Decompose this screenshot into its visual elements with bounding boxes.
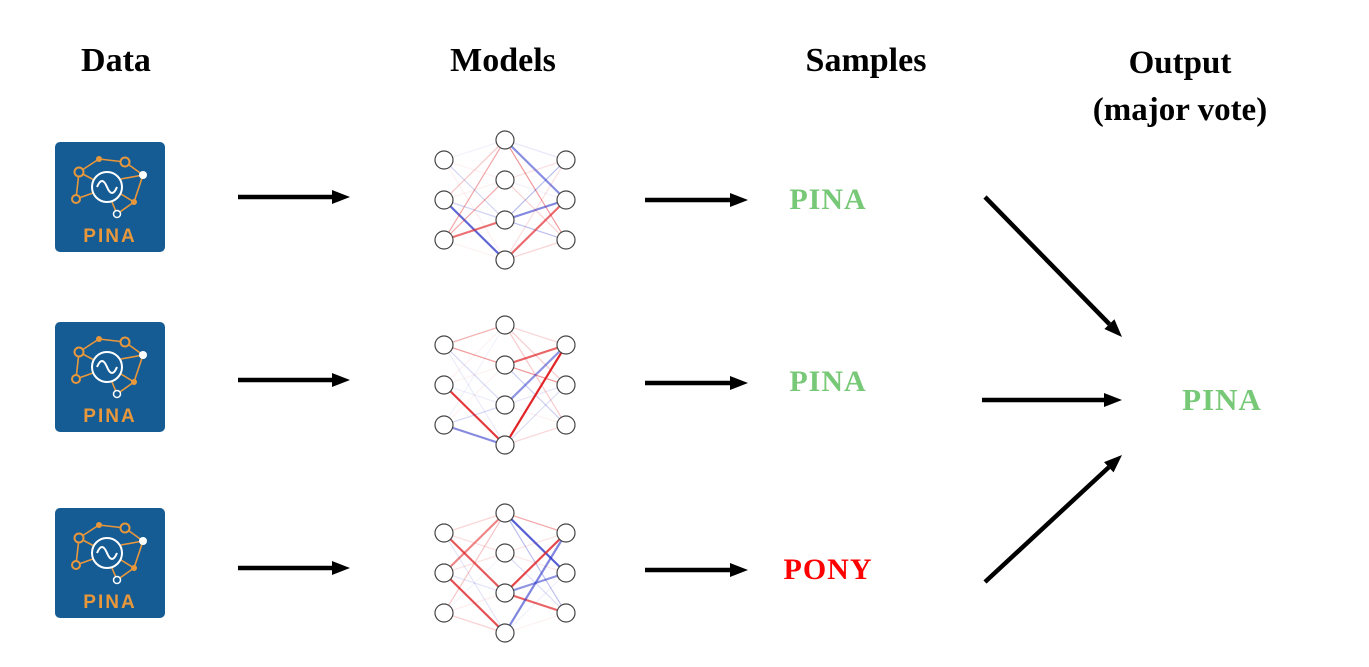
neural-network-diagram [434,315,576,455]
header-output-line2: (major vote) [1092,92,1268,128]
neural-network-diagram [434,503,576,643]
sample-label-1: PINA [789,183,867,216]
header-output-line1: Output [1128,45,1232,81]
arrow-model-to-sample-3 [645,563,748,577]
arrow-data-to-model-2 [238,373,350,387]
neural-network-diagram [434,130,576,270]
pina-logo [55,508,165,618]
sample-label-2: PINA [789,365,867,398]
header-models: Models [450,42,556,79]
arrow-data-to-model-3 [238,561,350,575]
arrow-sample3-to-output [983,455,1122,584]
header-samples: Samples [805,42,927,79]
arrow-model-to-sample-1 [645,193,748,207]
pina-logo [55,322,165,432]
sample-label-3: PONY [783,553,873,586]
arrow-sample2-to-output [982,393,1122,407]
header-output: Output (major vote) [1093,40,1267,134]
header-data: Data [81,42,151,79]
pina-logo [55,142,165,252]
arrow-data-to-model-1 [238,190,350,204]
arrow-sample1-to-output [983,195,1122,337]
arrow-model-to-sample-2 [645,376,748,390]
output-label: PINA [1182,382,1262,417]
